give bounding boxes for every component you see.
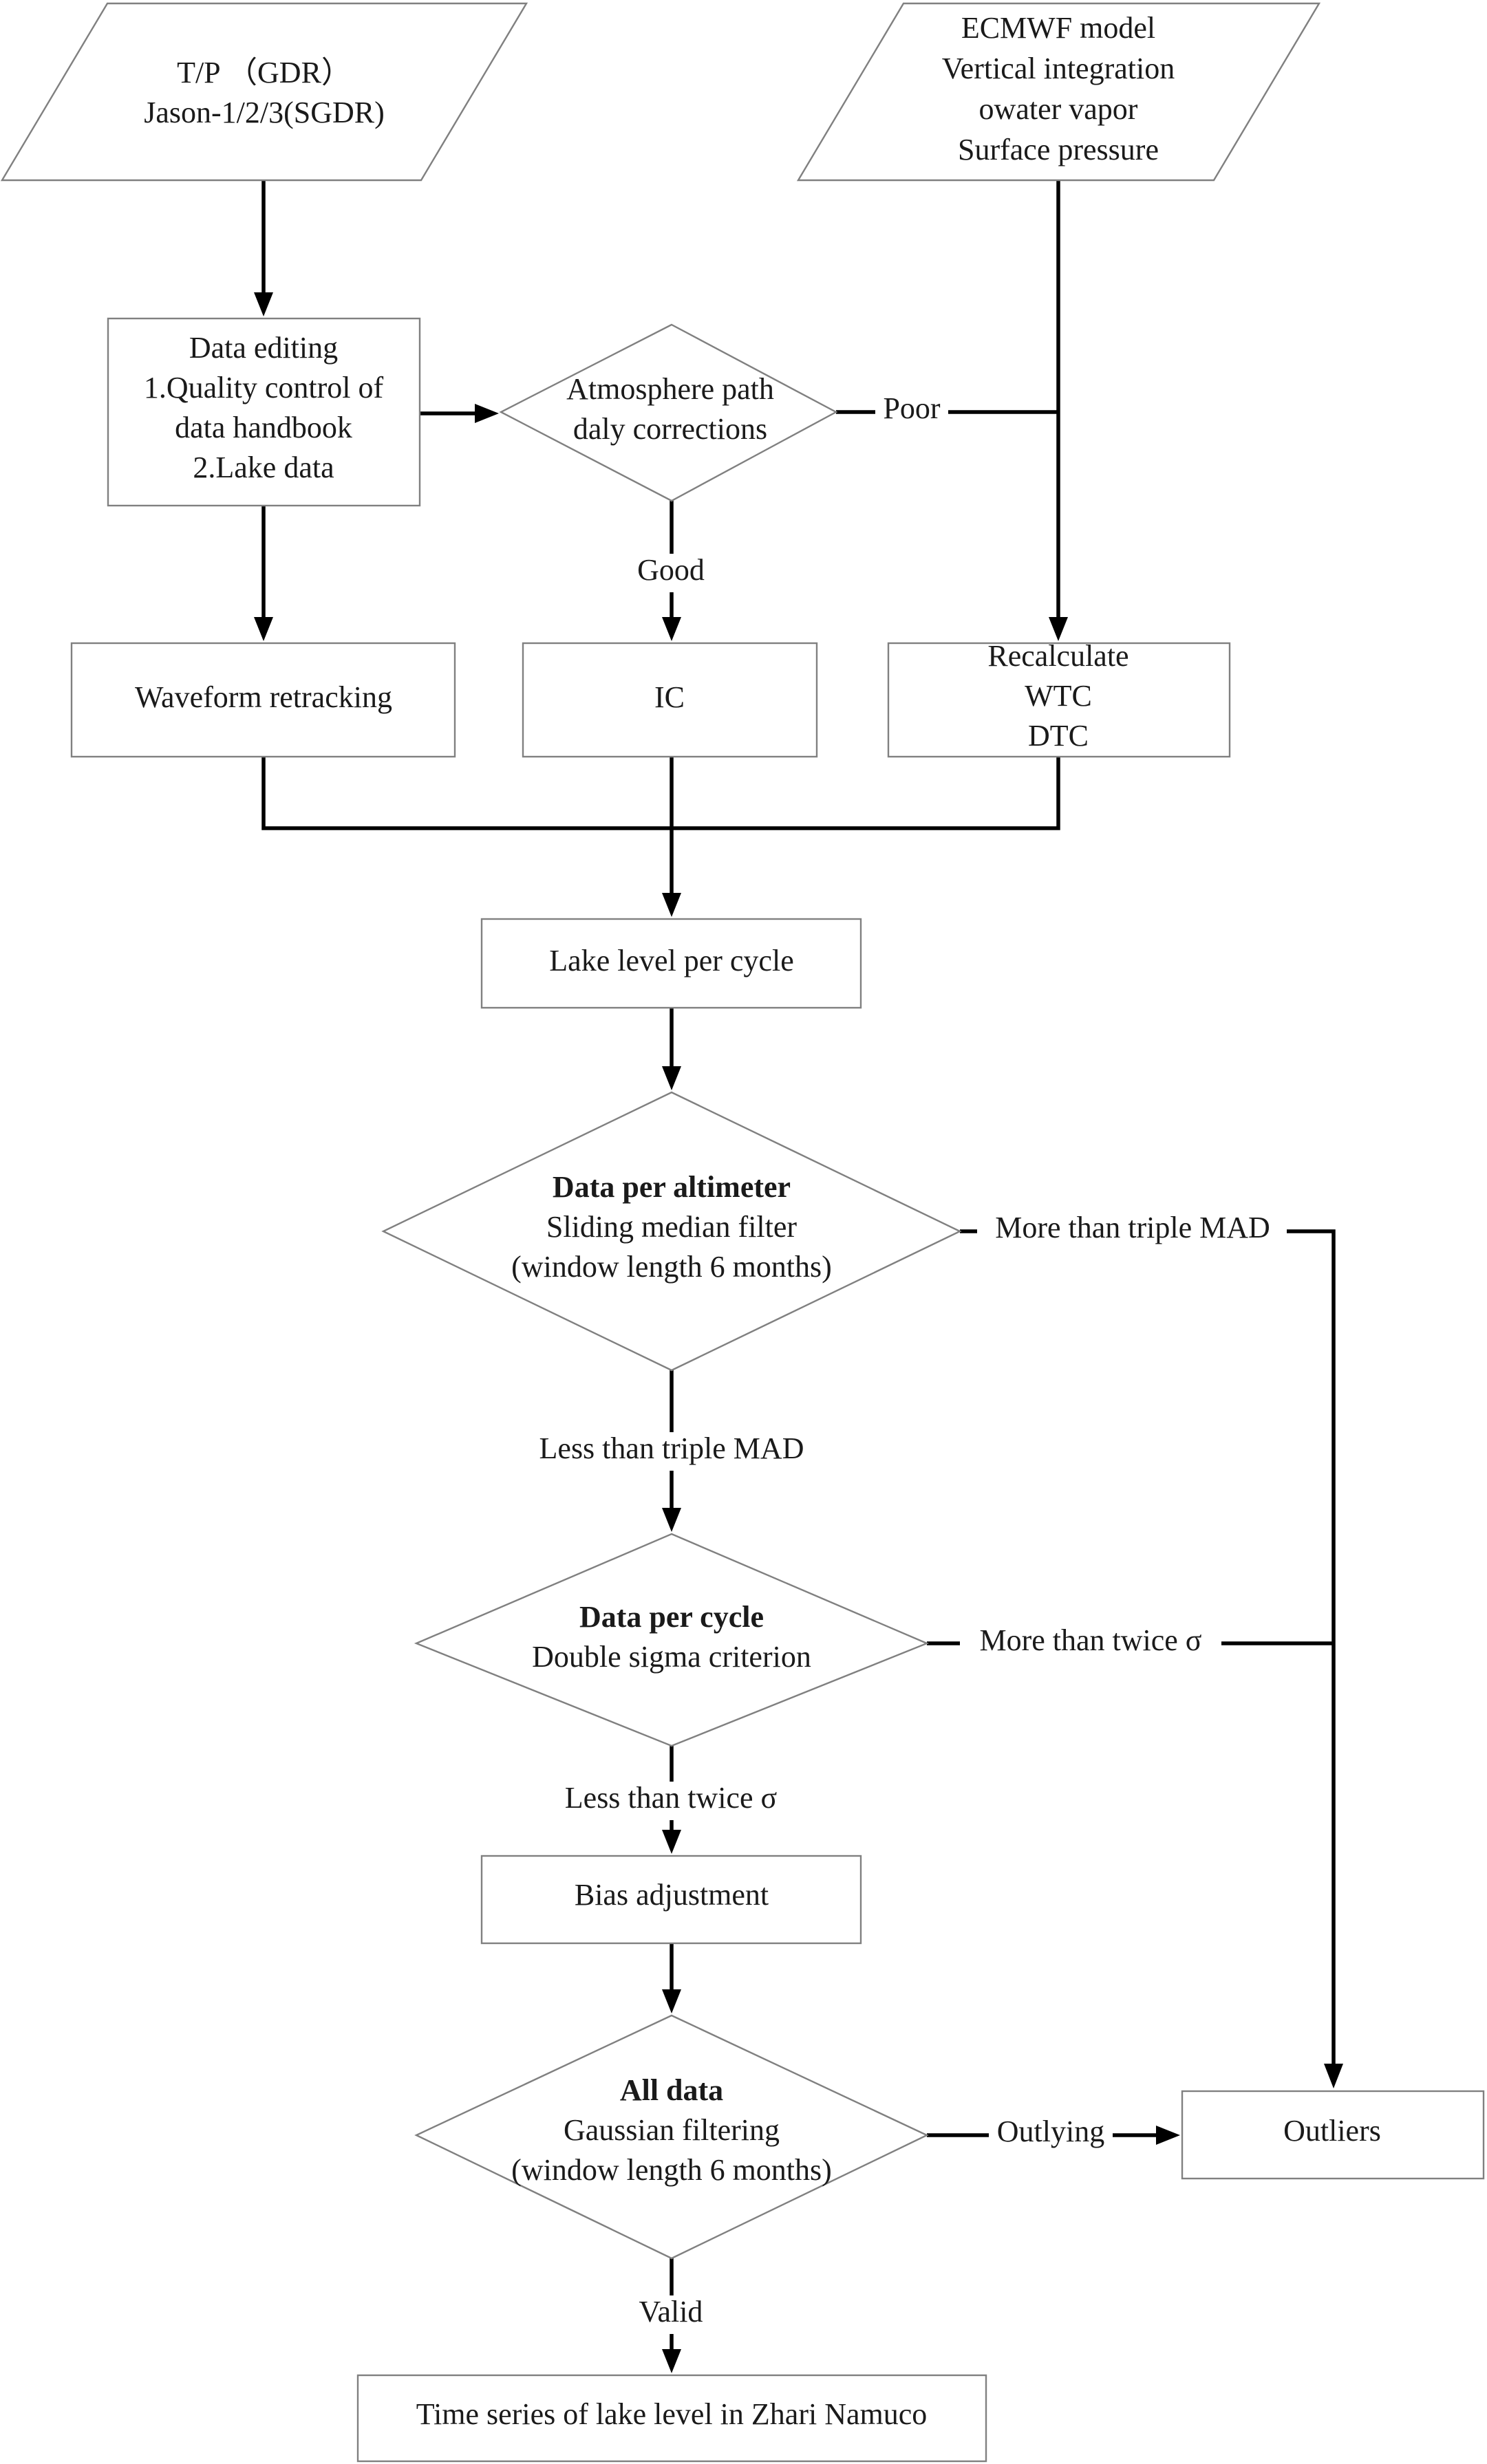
node-recalculate: Recalculate WTC DTC: [887, 639, 1231, 758]
arrowhead: [662, 1830, 681, 1854]
node-lake-level-per-cycle: Lake level per cycle: [480, 918, 862, 1009]
node-text: Double sigma criterion: [532, 1640, 811, 1674]
rect-shape: [107, 317, 421, 507]
node-text: Jason-1/2/3(SGDR): [144, 96, 385, 129]
edge-label-less-than-twice-sigma: Less than twice σ: [565, 1781, 778, 1815]
node-title: Data per cycle: [579, 1600, 764, 1634]
node-text: Lake level per cycle: [549, 944, 793, 977]
arrowhead: [1324, 2064, 1343, 2088]
edge-labels: Poor Good More than triple MAD Less than…: [517, 391, 1287, 2334]
arrowhead: [662, 2349, 681, 2373]
node-text: Atmosphere path: [566, 372, 774, 406]
node-text: owater vapor: [979, 92, 1138, 126]
node-text: Recalculate: [987, 639, 1128, 673]
arrowhead: [662, 1989, 681, 2013]
arrowhead: [662, 617, 681, 641]
rect-shape: [356, 2374, 987, 2463]
node-text: 2.Lake data: [193, 451, 334, 484]
node-text: WTC: [1025, 679, 1092, 713]
node-title: All data: [620, 2073, 723, 2107]
node-data-per-altimeter: Data per altimeter Sliding median filter…: [381, 1091, 962, 1372]
diamond-shape: [499, 323, 838, 502]
node-text: (window length 6 months): [511, 1250, 832, 1284]
diamond-shape: [381, 1091, 962, 1372]
edge-label-outlying: Outlying: [997, 2115, 1104, 2148]
node-text: daly corrections: [573, 412, 767, 446]
node-text: Data editing: [189, 331, 338, 365]
node-waveform-retracking: Waveform retracking: [70, 642, 456, 758]
node-ecmwf-model: ECMWF model Vertical integration owater …: [796, 2, 1321, 182]
diamond-shape: [414, 1533, 930, 1747]
edge-label-more-than-triple-mad: More than triple MAD: [995, 1211, 1270, 1244]
node-text: Waveform retracking: [135, 680, 392, 714]
arrowhead: [1049, 617, 1068, 641]
node-text: Gaussian filtering: [564, 2113, 780, 2147]
node-text: ECMWF model: [961, 11, 1155, 45]
edge-label-valid: Valid: [639, 2295, 703, 2328]
node-text: (window length 6 months): [511, 2153, 832, 2187]
node-data-editing: Data editing 1.Quality control of data h…: [107, 317, 421, 507]
rect-shape: [480, 918, 862, 1009]
arrowhead: [662, 893, 681, 917]
node-text: Vertical integration: [942, 52, 1175, 85]
node-satellite-data: T/P （GDR） Jason-1/2/3(SGDR): [0, 2, 528, 182]
rect-shape: [887, 642, 1231, 758]
node-text: T/P （GDR）: [177, 56, 352, 89]
node-ic: IC: [522, 642, 818, 758]
node-data-per-cycle: Data per cycle Double sigma criterion: [414, 1533, 930, 1747]
node-bias-adjustment: Bias adjustment: [480, 1855, 862, 1945]
edge-label-more-than-twice-sigma: More than twice σ: [979, 1623, 1201, 1657]
node-text: data handbook: [175, 411, 352, 444]
rect-shape: [480, 1855, 862, 1945]
node-time-series: Time series of lake level in Zhari Namuc…: [356, 2374, 987, 2463]
node-title: Data per altimeter: [553, 1170, 791, 1204]
rect-shape: [522, 642, 818, 758]
edge-label-good: Good: [637, 553, 705, 587]
rect-shape: [1181, 2090, 1485, 2180]
node-text: Outliers: [1283, 2114, 1381, 2148]
arrowhead: [254, 617, 273, 641]
node-text: Sliding median filter: [546, 1210, 798, 1244]
edge-label-poor: Poor: [883, 391, 940, 425]
node-text: 1.Quality control of: [144, 371, 384, 404]
arrowhead: [475, 404, 499, 423]
node-all-data: All data Gaussian filtering (window leng…: [414, 2014, 929, 2260]
parallelogram-shape: [0, 2, 528, 182]
edge-merge: [261, 757, 1060, 830]
node-text: IC: [654, 680, 685, 714]
parallelogram-shape: [796, 2, 1321, 182]
node-text: Time series of lake level in Zhari Namuc…: [416, 2397, 928, 2431]
node-atmosphere-corrections: Atmosphere path daly corrections: [499, 323, 838, 502]
node-text: DTC: [1028, 719, 1089, 753]
rect-shape: [70, 642, 456, 758]
diamond-shape: [414, 2014, 929, 2260]
arrowhead: [662, 1508, 681, 1532]
node-text: Surface pressure: [958, 133, 1159, 166]
arrowhead: [662, 1066, 681, 1090]
arrowhead: [254, 292, 273, 316]
edge-label-less-than-triple-mad: Less than triple MAD: [539, 1431, 804, 1465]
node-text: Bias adjustment: [575, 1878, 769, 1912]
node-outliers: Outliers: [1181, 2090, 1485, 2180]
arrowhead: [1156, 2126, 1180, 2145]
